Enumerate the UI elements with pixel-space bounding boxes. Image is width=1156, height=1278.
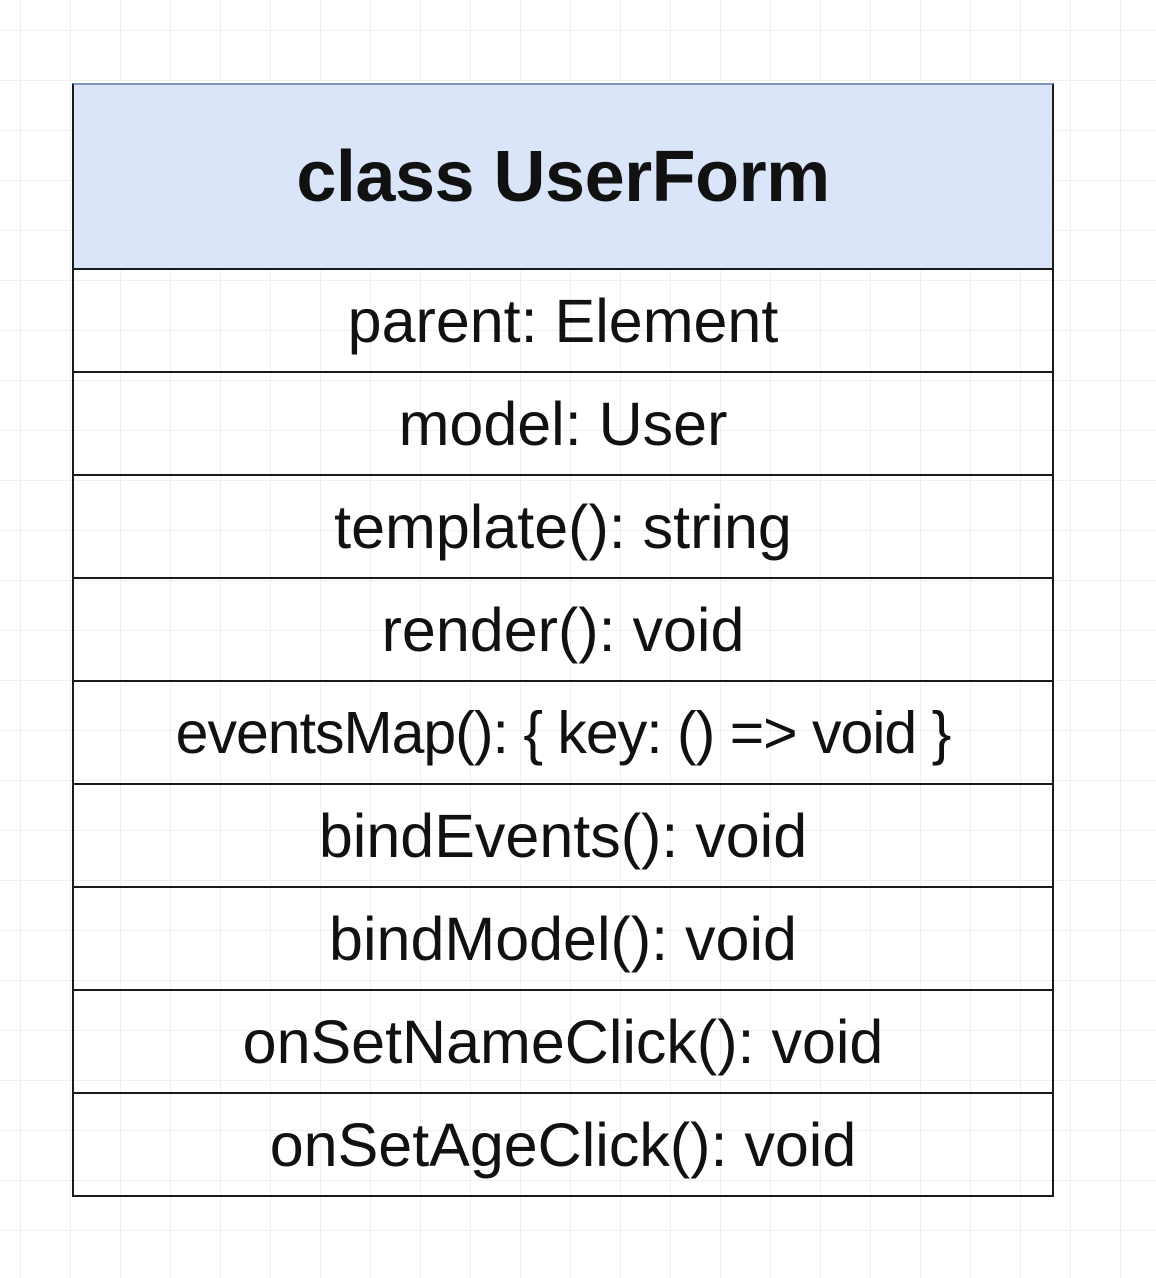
member-list: parent: Element model: User template(): … — [74, 270, 1052, 1195]
method-template: template(): string — [74, 476, 1052, 579]
method-bind-events: bindEvents(): void — [74, 785, 1052, 888]
method-render: render(): void — [74, 579, 1052, 682]
method-events-map: eventsMap(): { key: () => void } — [74, 682, 1052, 785]
member-model: model: User — [74, 373, 1052, 476]
uml-class-box[interactable]: class UserForm parent: Element model: Us… — [72, 83, 1054, 1197]
class-title: class UserForm — [296, 136, 830, 217]
method-on-set-age-click: onSetAgeClick(): void — [269, 1110, 857, 1179]
class-header: class UserForm — [74, 85, 1052, 270]
method-bind-model: bindModel(): void — [74, 888, 1052, 991]
member-parent: parent: Element — [74, 270, 1052, 373]
method-on-set-name-click: onSetNameClick(): void — [74, 991, 1052, 1094]
